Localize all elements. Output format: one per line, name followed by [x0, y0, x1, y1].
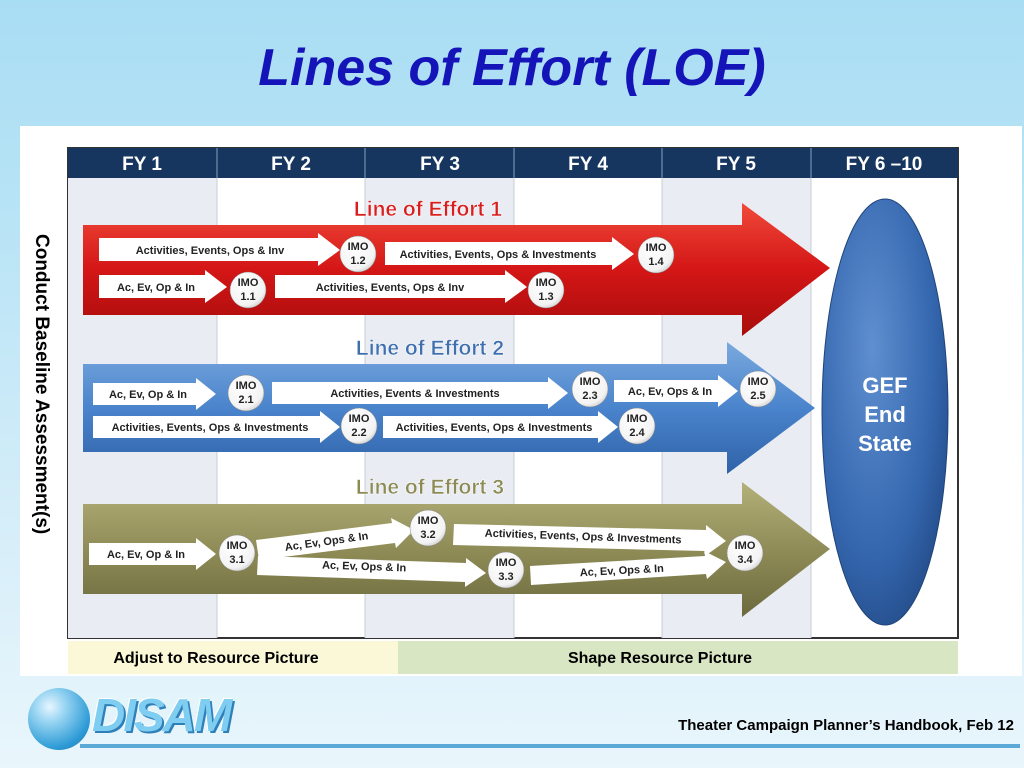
imo-3-2: IMO 3.2: [409, 509, 447, 547]
slide-title: Lines of Effort (LOE): [258, 39, 766, 97]
loe2-box-1: Ac, Ev, Op & In: [93, 378, 216, 410]
loe3-box-2: Ac, Ev, Ops & In: [256, 518, 414, 560]
adjust-resource-label: Adjust to Resource Picture: [113, 650, 318, 667]
svg-text:Activities, Events, Ops & Inve: Activities, Events, Ops & Investments: [112, 422, 309, 434]
imo-1-1: IMO 1.1: [229, 271, 267, 309]
svg-text:2.2: 2.2: [351, 427, 366, 439]
svg-text:2.3: 2.3: [582, 390, 597, 402]
imo-2-3: IMO 2.3: [571, 370, 609, 408]
imo-1-2: IMO 1.2: [339, 235, 377, 273]
footer-citation: Theater Campaign Planner’s Handbook, Feb…: [678, 717, 1014, 734]
svg-text:IMO: IMO: [348, 241, 369, 253]
loe1-title: Line of Effort 1: [354, 198, 502, 221]
loe3-box-5: Ac, Ev, Ops & In: [530, 551, 726, 585]
svg-text:IMO: IMO: [536, 277, 557, 289]
loe2-box-2: Activities, Events & Investments: [272, 377, 568, 409]
side-label: Conduct Baseline Assessment(s): [31, 234, 52, 534]
svg-text:Activities, Events, Ops & Inve: Activities, Events, Ops & Investments: [400, 249, 597, 261]
loe1-box-4: Activities, Events, Ops & Inv: [275, 270, 527, 303]
loe-diagram: FY 1 FY 2 FY 3 FY 4 FY 5 FY 6 –10 Conduc…: [31, 147, 959, 674]
svg-text:1.1: 1.1: [240, 291, 255, 303]
svg-text:Ac, Ev, Op & In: Ac, Ev, Op & In: [109, 389, 187, 401]
svg-text:3.3: 3.3: [498, 571, 513, 583]
fy-header-1: FY 1: [122, 154, 162, 175]
imo-2-1: IMO 2.1: [227, 374, 265, 412]
svg-text:GEF: GEF: [862, 373, 907, 398]
svg-text:IMO: IMO: [227, 540, 248, 552]
svg-text:End: End: [864, 402, 906, 427]
svg-text:IMO: IMO: [748, 376, 769, 388]
imo-2-2: IMO 2.2: [340, 407, 378, 445]
loe1-arrow: [83, 203, 830, 336]
svg-text:IMO: IMO: [580, 376, 601, 388]
svg-text:State: State: [858, 431, 912, 456]
disam-logo: DISAM: [92, 689, 232, 741]
svg-text:3.4: 3.4: [737, 554, 753, 566]
footer-divider: [80, 744, 1020, 748]
svg-text:Activities, Events, Ops & Inv: Activities, Events, Ops & Inv: [136, 245, 285, 257]
svg-text:2.5: 2.5: [750, 390, 765, 402]
imo-1-3: IMO 1.3: [527, 271, 565, 309]
svg-text:Activities, Events & Investmen: Activities, Events & Investments: [330, 388, 499, 400]
svg-text:IMO: IMO: [349, 413, 370, 425]
imo-2-5: IMO 2.5: [739, 370, 777, 408]
loe1-box-3: Ac, Ev, Op & In: [99, 270, 227, 303]
svg-text:2.1: 2.1: [238, 394, 253, 406]
imo-1-4: IMO 1.4: [637, 236, 675, 274]
svg-text:IMO: IMO: [646, 242, 667, 254]
svg-text:IMO: IMO: [496, 557, 517, 569]
fy-header-6: FY 6 –10: [846, 154, 923, 175]
loe3-arrow: [83, 482, 830, 617]
svg-text:3.1: 3.1: [229, 554, 244, 566]
imo-3-3: IMO 3.3: [487, 551, 525, 589]
svg-text:3.2: 3.2: [420, 529, 435, 541]
loe2-box-3: Ac, Ev, Ops & In: [614, 375, 738, 407]
svg-text:IMO: IMO: [627, 413, 648, 425]
diagram-panel: FY 1 FY 2 FY 3 FY 4 FY 5 FY 6 –10 Conduc…: [20, 126, 1022, 676]
svg-text:IMO: IMO: [418, 515, 439, 527]
loe3-box-1: Ac, Ev, Op & In: [89, 538, 216, 570]
fy-header-4: FY 4: [568, 154, 608, 175]
svg-text:1.2: 1.2: [350, 255, 365, 267]
gef-end-state: GEF End State: [821, 198, 949, 626]
globe-logo-icon: [28, 688, 90, 750]
imo-3-4: IMO 3.4: [726, 534, 764, 572]
svg-text:1.4: 1.4: [648, 256, 664, 268]
shape-resource-label: Shape Resource Picture: [568, 650, 752, 667]
svg-text:IMO: IMO: [236, 380, 257, 392]
svg-text:Ac, Ev, Ops & In: Ac, Ev, Ops & In: [580, 563, 665, 579]
loe2-box-5: Activities, Events, Ops & Investments: [383, 411, 618, 443]
loe1-box-1: Activities, Events, Ops & Inv: [99, 233, 340, 266]
imo-2-4: IMO 2.4: [618, 407, 656, 445]
loe1-box-2: Activities, Events, Ops & Investments: [385, 237, 634, 270]
svg-text:Ac, Ev, Ops & In: Ac, Ev, Ops & In: [628, 386, 712, 398]
svg-text:Ac, Ev, Ops & In: Ac, Ev, Ops & In: [322, 560, 407, 575]
loe2-box-4: Activities, Events, Ops & Investments: [93, 411, 340, 443]
svg-text:Activities, Events, Ops & Inve: Activities, Events, Ops & Investments: [396, 422, 593, 434]
imo-3-1: IMO 3.1: [218, 534, 256, 572]
svg-text:Ac, Ev, Op & In: Ac, Ev, Op & In: [117, 282, 195, 294]
svg-text:1.3: 1.3: [538, 291, 553, 303]
fy-header-3: FY 3: [420, 154, 460, 175]
loe3-box-4: Activities, Events, Ops & Investments: [453, 524, 726, 556]
loe3-box-3: Ac, Ev, Ops & In: [257, 556, 486, 587]
svg-text:IMO: IMO: [238, 277, 259, 289]
loe3-title: Line of Effort 3: [356, 476, 504, 499]
svg-text:IMO: IMO: [735, 540, 756, 552]
svg-text:Ac, Ev, Op & In: Ac, Ev, Op & In: [107, 549, 185, 561]
svg-text:2.4: 2.4: [629, 427, 645, 439]
svg-text:Activities, Events, Ops & Inv: Activities, Events, Ops & Inv: [316, 282, 465, 294]
fy-header-2: FY 2: [271, 154, 311, 175]
loe2-title: Line of Effort 2: [356, 337, 504, 360]
fy-header-5: FY 5: [716, 154, 756, 175]
